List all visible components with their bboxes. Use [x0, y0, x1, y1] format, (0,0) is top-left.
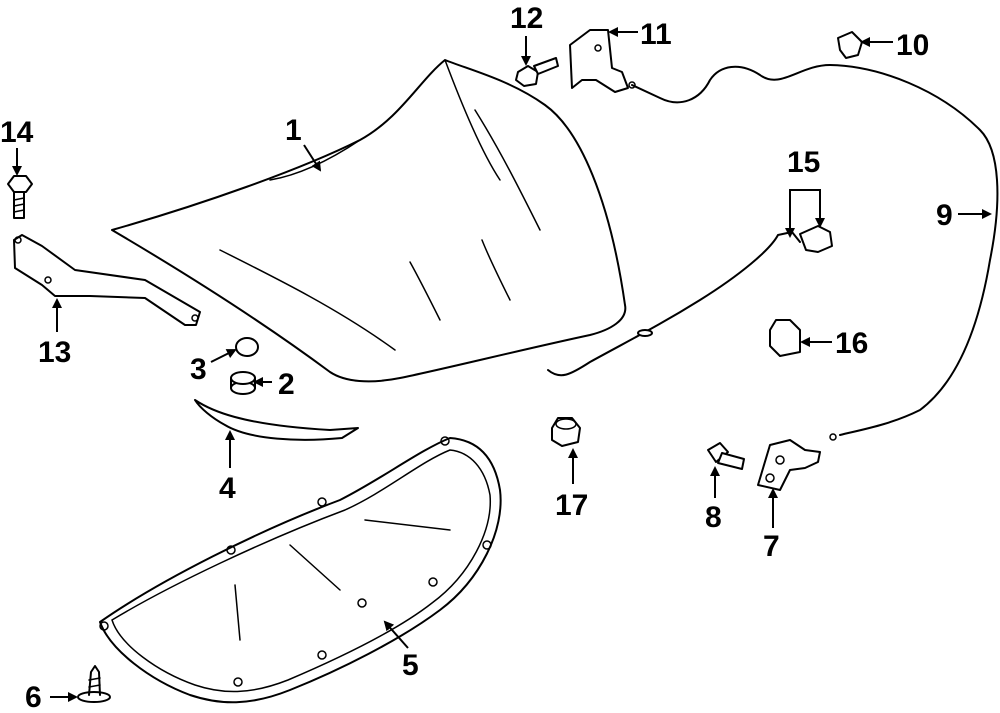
callout-17: 17 — [555, 489, 588, 522]
bolt-part-14 — [7, 175, 33, 219]
callout-labels: 1 2 3 4 5 6 7 8 9 10 11 12 13 14 15 16 1… — [0, 2, 953, 713]
bumper-stop-part — [230, 371, 256, 395]
bumper-part-16 — [769, 319, 801, 357]
grommet-part — [837, 31, 863, 59]
release-rod-part — [547, 225, 833, 377]
callout-6: 6 — [25, 681, 42, 713]
latch-part — [757, 439, 821, 491]
insulator-part — [99, 436, 502, 704]
callout-5: 5 — [402, 649, 419, 682]
callout-12: 12 — [510, 2, 543, 35]
bolt-part-12 — [515, 57, 559, 87]
seal-strip-part — [194, 399, 359, 441]
callout-8: 8 — [705, 501, 722, 534]
callout-13: 13 — [38, 336, 71, 369]
callout-16: 16 — [835, 327, 868, 360]
plug-part — [235, 337, 259, 357]
clip-part — [77, 665, 111, 703]
callout-3: 3 — [190, 353, 207, 386]
callout-14: 14 — [0, 116, 34, 149]
callout-1: 1 — [285, 114, 302, 147]
callout-9: 9 — [936, 199, 953, 232]
hood-part — [111, 59, 627, 383]
hinge-part — [13, 234, 201, 326]
bolt-part-8 — [707, 442, 745, 470]
bracket-part-11 — [569, 29, 629, 93]
callout-4: 4 — [219, 472, 236, 505]
release-cable-part — [628, 64, 999, 441]
callout-10: 10 — [896, 29, 929, 62]
callout-7: 7 — [763, 530, 780, 563]
callout-leaders — [12, 27, 992, 702]
callout-15: 15 — [787, 146, 820, 179]
callout-11: 11 — [640, 18, 672, 51]
callout-2: 2 — [278, 368, 295, 401]
grommet-part-17 — [551, 417, 581, 447]
